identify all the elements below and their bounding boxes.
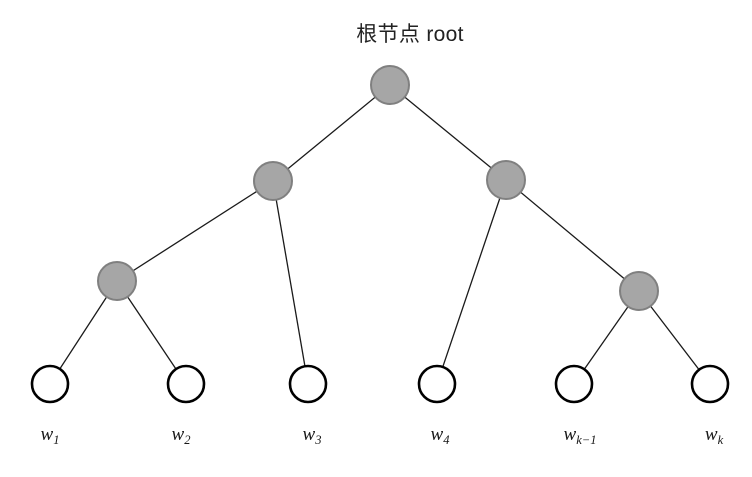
edge-right-to-w4 [436, 179, 507, 385]
edge-left-to-leftleft [116, 180, 274, 282]
leaf-label-w2: w2 [171, 424, 191, 448]
leaf-label-subscript: k−1 [576, 433, 597, 448]
leaf-label-subscript: 3 [315, 433, 322, 448]
leaf-label-symbol: w [430, 424, 444, 445]
internal-node-left[interactable] [253, 161, 293, 201]
leaf-label-subscript: 4 [443, 433, 450, 448]
leaf-label-symbol: w [563, 424, 577, 445]
edge-leftleft-to-w1 [49, 280, 118, 385]
edge-layer [49, 84, 711, 385]
leaf-label-symbol: w [171, 424, 185, 445]
leaf-node-wk-1[interactable] [554, 364, 594, 404]
leaf-node-w2[interactable] [166, 364, 206, 404]
edge-leftleft-to-w2 [116, 280, 187, 385]
leaf-label-symbol: w [302, 424, 316, 445]
leaf-label-w3: w3 [302, 424, 322, 448]
leaf-label-subscript: k [717, 433, 724, 448]
edge-root-to-left [272, 84, 391, 182]
leaf-label-w1: w1 [40, 424, 60, 448]
leaf-node-w3[interactable] [288, 364, 328, 404]
internal-node-right[interactable] [486, 160, 526, 200]
leaf-label-subscript: 1 [53, 433, 60, 448]
leaf-label-wk1: wk−1 [563, 424, 597, 448]
leaf-label-wk: wk [704, 424, 724, 448]
edge-root-to-right [389, 84, 507, 181]
diagram-title: 根节点 root [356, 23, 464, 46]
leaf-node-w4[interactable] [417, 364, 457, 404]
internal-node-left-left[interactable] [97, 261, 137, 301]
root-node[interactable] [370, 65, 410, 105]
edge-left-to-w3 [272, 180, 309, 385]
internal-node-right-right[interactable] [619, 271, 659, 311]
node-layer [30, 65, 730, 404]
leaf-label-symbol: w [40, 424, 54, 445]
leaf-node-wk[interactable] [690, 364, 730, 404]
leaf-label-symbol: w [704, 424, 718, 445]
leaf-label-w4: w4 [430, 424, 450, 448]
edge-right-to-rightright [505, 179, 640, 292]
leaf-label-subscript: 2 [184, 433, 191, 448]
leaf-node-w1[interactable] [30, 364, 70, 404]
